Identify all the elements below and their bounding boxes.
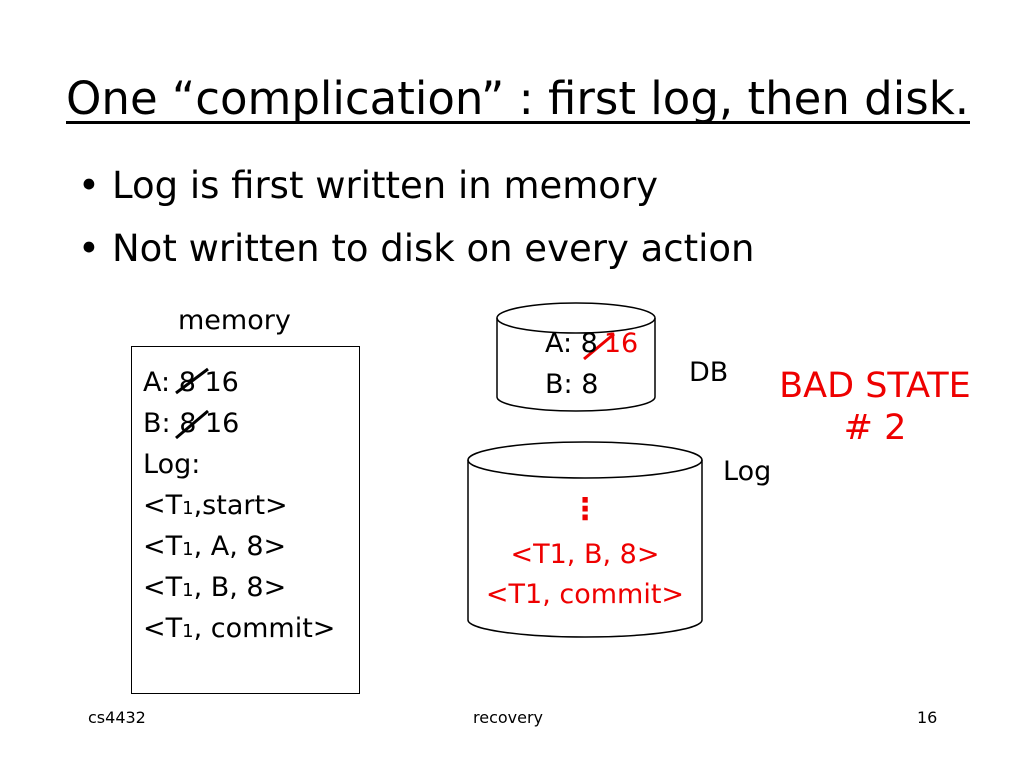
title-underline bbox=[66, 121, 970, 124]
entry-rest: , B, 8> bbox=[193, 572, 287, 603]
log-label: Log bbox=[723, 456, 772, 487]
memory-label: memory bbox=[178, 305, 291, 336]
strike-mark-icon bbox=[175, 409, 209, 440]
memory-box bbox=[131, 346, 360, 694]
footer-course: cs4432 bbox=[88, 708, 146, 727]
entry-rest: ,start> bbox=[193, 490, 288, 521]
entry-open: <T bbox=[143, 531, 183, 562]
bad-state-line-2: # 2 bbox=[843, 408, 907, 448]
entry-sub: 1 bbox=[182, 580, 194, 601]
memory-a-line: A: 8 16 bbox=[143, 366, 239, 400]
entry-open: <T bbox=[143, 613, 183, 644]
bullet-text: Not written to disk on every action bbox=[112, 227, 755, 270]
memory-a-old-value: 8 bbox=[178, 367, 196, 398]
entry-rest: , A, 8> bbox=[193, 531, 287, 562]
memory-log-entry: <T1, A, 8> bbox=[143, 530, 286, 567]
db-a-new-value: 16 bbox=[603, 328, 639, 359]
memory-log-heading: Log: bbox=[143, 449, 201, 480]
memory-log-entry: <T1, B, 8> bbox=[143, 571, 286, 608]
db-cylinder-icon bbox=[496, 302, 656, 412]
memory-log-entry: <T1, commit> bbox=[143, 612, 335, 649]
memory-b-prefix: B: bbox=[143, 408, 171, 439]
footer-page-number: 16 bbox=[917, 708, 938, 727]
bullet-dot-icon: • bbox=[78, 164, 100, 207]
slide-title: One “complication” : first log, then dis… bbox=[66, 72, 970, 125]
bullet-item: • Log is first written in memory bbox=[78, 163, 658, 209]
db-b-line: B: 8 bbox=[545, 369, 599, 400]
entry-open: <T bbox=[143, 572, 183, 603]
entry-sub: 1 bbox=[182, 539, 194, 560]
strike-mark-icon bbox=[583, 332, 615, 361]
log-cylinder-icon bbox=[467, 441, 703, 638]
disk-log-entry: <T1, B, 8> bbox=[510, 539, 660, 570]
bullet-text: Log is first written in memory bbox=[112, 164, 659, 207]
disk-log-entry: <T1, commit> bbox=[485, 579, 685, 610]
ellipsis-icon: ⋮ bbox=[570, 492, 600, 527]
memory-a-prefix: A: bbox=[143, 367, 171, 398]
bullet-item: • Not written to disk on every action bbox=[78, 226, 755, 272]
bad-state-callout: BAD STATE # 2 bbox=[760, 365, 990, 449]
memory-b-new-value: 16 bbox=[205, 408, 240, 439]
db-a-text: A: 8 bbox=[545, 328, 598, 359]
footer-topic: recovery bbox=[473, 708, 544, 727]
entry-sub: 1 bbox=[182, 498, 194, 519]
db-label: DB bbox=[689, 357, 729, 388]
entry-open: <T bbox=[143, 490, 183, 521]
strike-mark-icon bbox=[175, 367, 209, 395]
entry-rest: , commit> bbox=[193, 613, 336, 644]
memory-log-entry: <T1,start> bbox=[143, 489, 288, 526]
bad-state-line-1: BAD STATE bbox=[779, 366, 971, 406]
memory-a-new-value: 16 bbox=[204, 367, 239, 398]
entry-sub: 1 bbox=[182, 621, 194, 642]
bullet-dot-icon: • bbox=[78, 227, 100, 270]
